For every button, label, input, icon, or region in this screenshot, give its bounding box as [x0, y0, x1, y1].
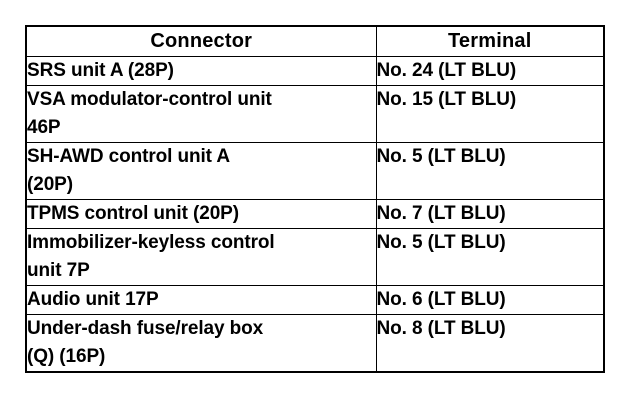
table-row: Immobilizer-keyless control unit 7P No. 5 … [25, 228, 605, 286]
table-row: Audio unit 17P No. 6 (LT BLU) [25, 285, 605, 315]
cell-terminal-line: No. 6 (LT BLU) [376, 289, 506, 310]
cell-terminal: No. 15 (LT BLU) [375, 85, 605, 143]
cell-terminal: No. 5 (LT BLU) [375, 228, 605, 286]
cell-connector-line: Immobilizer-keyless control [27, 232, 275, 253]
column-header-connector: Connector [25, 25, 377, 57]
cell-terminal: No. 7 (LT BLU) [375, 199, 605, 229]
cell-connector-line: 46P [27, 117, 61, 138]
cell-connector-line: Audio unit 17P [27, 289, 159, 310]
cell-connector-line: (Q) (16P) [27, 346, 106, 367]
cell-terminal-line: No. 15 (LT BLU) [376, 89, 517, 110]
cell-terminal: No. 8 (LT BLU) [375, 314, 605, 373]
cell-connector-line: TPMS control unit (20P) [27, 203, 239, 224]
column-header-terminal: Terminal [375, 25, 605, 57]
table-row: VSA modulator-control unit 46P No. 15 (LT … [25, 85, 605, 143]
table-row: Under-dash fuse/relay box (Q) (16P) No. 8 … [25, 314, 605, 373]
cell-connector-line: Under-dash fuse/relay box [27, 318, 264, 339]
table-header: Connector Terminal [25, 25, 605, 57]
cell-connector: Audio unit 17P [25, 285, 377, 315]
cell-connector-line: VSA modulator-control unit [27, 89, 272, 110]
table-row: TPMS control unit (20P) No. 7 (LT BLU) [25, 199, 605, 229]
cell-terminal-line: No. 5 (LT BLU) [376, 232, 506, 253]
cell-connector: Under-dash fuse/relay box (Q) (16P) [25, 314, 377, 373]
table-header-row: Connector Terminal [25, 25, 605, 57]
cell-connector-line: (20P) [27, 174, 73, 195]
cell-connector-line: unit 7P [27, 260, 90, 281]
cell-connector-line: SH-AWD control unit A [27, 146, 231, 167]
cell-connector: Immobilizer-keyless control unit 7P [25, 228, 377, 286]
table-row: SRS unit A (28P) No. 24 (LT BLU) [25, 56, 605, 86]
cell-connector: SRS unit A (28P) [25, 56, 377, 86]
cell-connector: VSA modulator-control unit 46P [25, 85, 377, 143]
table-row: SH-AWD control unit A (20P) No. 5 (LT BLU) [25, 142, 605, 200]
cell-terminal: No. 5 (LT BLU) [375, 142, 605, 200]
cell-terminal: No. 6 (LT BLU) [375, 285, 605, 315]
cell-terminal-line: No. 24 (LT BLU) [376, 60, 517, 81]
cell-connector: SH-AWD control unit A (20P) [25, 142, 377, 200]
cell-connector-line: SRS unit A (28P) [27, 60, 174, 81]
cell-terminal-line: No. 7 (LT BLU) [376, 203, 506, 224]
connector-terminal-table: Connector Terminal SRS unit A (28P) No. 2… [25, 25, 605, 373]
cell-terminal-line: No. 8 (LT BLU) [376, 318, 506, 339]
table-body: SRS unit A (28P) No. 24 (LT BLU) VSA modul… [25, 56, 605, 373]
cell-terminal: No. 24 (LT BLU) [375, 56, 605, 86]
cell-connector: TPMS control unit (20P) [25, 199, 377, 229]
cell-terminal-line: No. 5 (LT BLU) [376, 146, 506, 167]
